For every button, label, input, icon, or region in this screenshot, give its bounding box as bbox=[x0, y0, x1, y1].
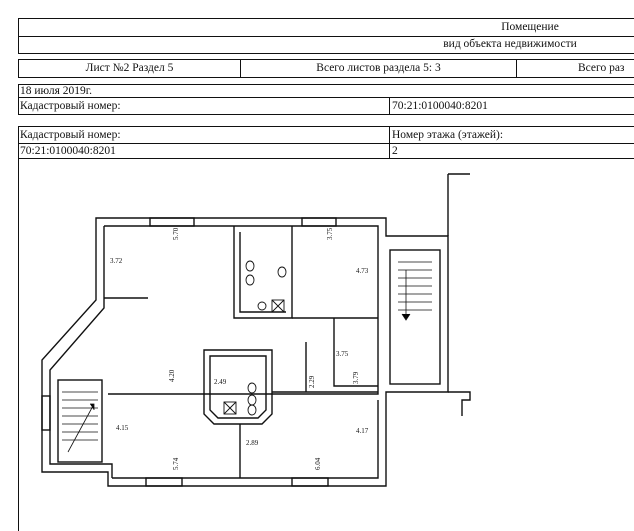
wall-wc-inner bbox=[239, 232, 286, 313]
dim-label: 3.75 bbox=[336, 350, 349, 358]
window-bottom-2 bbox=[291, 477, 329, 487]
dim-label: 5.74 bbox=[172, 457, 180, 470]
dim-label: 4.15 bbox=[116, 424, 129, 432]
toilet-1 bbox=[245, 260, 255, 272]
info-cadastral-value: 70:21:0100040:8201 bbox=[392, 100, 488, 112]
sheet-row-top-border bbox=[18, 59, 634, 60]
toilet-2 bbox=[245, 274, 255, 286]
dim-label: 4.20 bbox=[168, 369, 176, 382]
object-cadastral-value: 70:21:0100040:8201 bbox=[20, 145, 116, 157]
wall-corridor bbox=[333, 318, 378, 387]
floor-plan-walls bbox=[41, 173, 471, 487]
info-cadastral-label: Кадастровый номер: bbox=[20, 100, 121, 112]
sheet-row-bottom-border bbox=[18, 77, 634, 78]
sheet-row-divider-2 bbox=[516, 59, 517, 78]
dim-label: 3.72 bbox=[110, 257, 123, 265]
info-top-border bbox=[18, 84, 634, 85]
sheet-row-left-border bbox=[18, 59, 19, 78]
info-date: 18 июля 2019г. bbox=[20, 85, 93, 97]
info-bottom-border bbox=[18, 114, 634, 115]
toilet-4 bbox=[257, 301, 267, 311]
outer-wall-outer bbox=[41, 217, 449, 487]
header-bottom-border bbox=[18, 53, 634, 54]
header-left-border bbox=[18, 18, 19, 54]
outer-wall-inner bbox=[104, 225, 379, 395]
header-top-border bbox=[18, 18, 634, 19]
window-bottom-1 bbox=[145, 477, 183, 487]
stair-treads bbox=[62, 261, 432, 453]
info-col-divider bbox=[389, 97, 390, 115]
dim-label: 3.75 bbox=[326, 227, 334, 240]
shaft-2 bbox=[223, 401, 237, 415]
wall-wc-block bbox=[233, 226, 293, 319]
window-left bbox=[41, 395, 51, 431]
dim-label: 3.79 bbox=[352, 371, 360, 384]
fixtures bbox=[223, 260, 287, 416]
stair-tower-right bbox=[447, 173, 471, 416]
stair-left-treads bbox=[62, 391, 98, 441]
object-bottom-border bbox=[18, 158, 634, 159]
outer-wall-inner-bottom bbox=[112, 400, 379, 479]
sheet-label: Лист №2 Раздел 5 bbox=[85, 62, 174, 74]
info-left-border bbox=[18, 84, 19, 115]
sink-1 bbox=[247, 382, 257, 394]
wall-center-core bbox=[203, 349, 273, 425]
object-cadastral-label: Кадастровый номер: bbox=[20, 129, 121, 141]
dimension-labels: 3.72 5.70 3.75 4.73 3.75 4.20 2.49 2.29 … bbox=[110, 227, 369, 470]
shaft-1 bbox=[271, 299, 285, 313]
sheet-total-section: Всего листов раздела 5: 3 bbox=[316, 62, 441, 74]
sink-2 bbox=[247, 394, 257, 406]
dim-label: 4.73 bbox=[356, 267, 369, 275]
stair-left-arrow bbox=[67, 403, 95, 453]
dim-label: 2.29 bbox=[308, 375, 316, 388]
window-top-2 bbox=[301, 217, 337, 227]
header-title: Помещение bbox=[501, 21, 559, 33]
header-subtitle: вид объекта недвижимости bbox=[443, 38, 577, 50]
object-row-divider bbox=[18, 143, 634, 144]
object-floor-label: Номер этажа (этажей): bbox=[392, 129, 504, 141]
window-top-1 bbox=[149, 217, 195, 227]
object-floor-value: 2 bbox=[392, 145, 398, 157]
object-top-border bbox=[18, 126, 634, 127]
dim-label: 2.89 bbox=[246, 439, 259, 447]
stair-right-treads bbox=[398, 261, 432, 311]
dim-label: 5.70 bbox=[172, 227, 180, 240]
toilet-3 bbox=[277, 266, 287, 278]
object-col-divider bbox=[389, 126, 390, 159]
info-row-divider bbox=[18, 97, 634, 98]
dim-label: 6.04 bbox=[314, 457, 322, 470]
stair-right-inner bbox=[389, 249, 441, 385]
sink-3 bbox=[247, 404, 257, 416]
wall-center-core-inner bbox=[209, 355, 267, 419]
stair-left-inner bbox=[57, 379, 103, 463]
stair-right-arrow bbox=[401, 270, 411, 321]
sheet-row-divider-1 bbox=[240, 59, 241, 78]
header-mid-border bbox=[18, 36, 634, 37]
dim-label: 2.49 bbox=[214, 378, 227, 386]
dim-label: 4.17 bbox=[356, 427, 369, 435]
sheet-total-clipped: Всего раз bbox=[578, 62, 625, 74]
shaft-1-cross bbox=[271, 299, 285, 313]
floor-plan: 3.72 5.70 3.75 4.73 3.75 4.20 2.49 2.29 … bbox=[41, 173, 471, 487]
object-left-border bbox=[18, 126, 19, 531]
shaft-2-cross bbox=[223, 401, 237, 415]
